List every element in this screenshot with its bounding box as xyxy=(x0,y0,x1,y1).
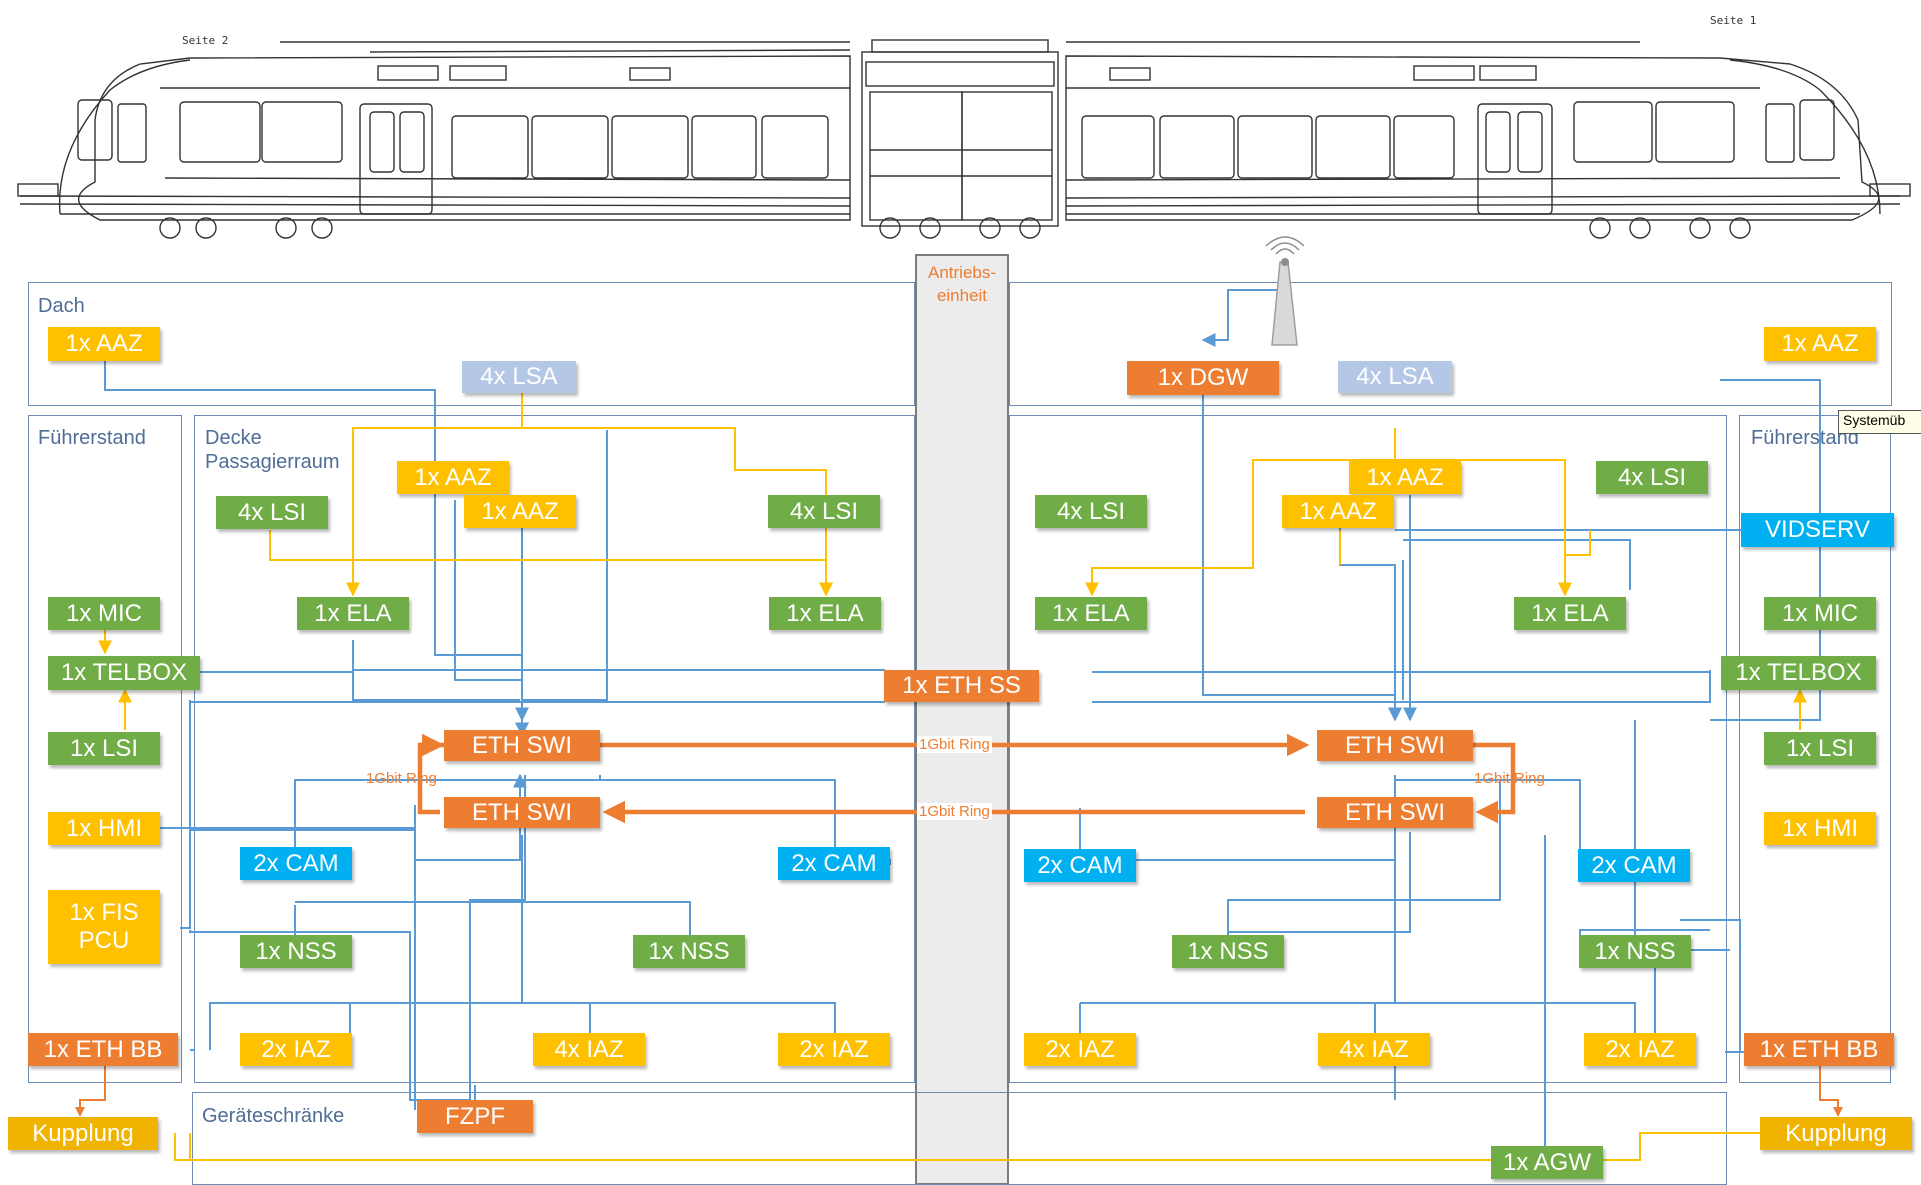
fis-pcu-line1: 1x FIS xyxy=(69,899,139,927)
node-ethswi-right-top[interactable]: ETH SWI xyxy=(1317,730,1473,761)
node-nss-right-2[interactable]: 1x NSS xyxy=(1579,935,1691,968)
zone-dach-label: Dach xyxy=(38,295,85,317)
node-lsi-cab-left[interactable]: 1x LSI xyxy=(48,732,160,765)
node-fzpf[interactable]: FZPF xyxy=(417,1100,533,1133)
node-kupplung-right[interactable]: Kupplung xyxy=(1760,1117,1912,1150)
zone-dach-right xyxy=(1009,282,1892,406)
antenna-icon xyxy=(1265,236,1305,346)
node-aaz-ceil-left-1[interactable]: 1x AAZ xyxy=(397,461,509,494)
node-iaz-left-1[interactable]: 2x IAZ xyxy=(240,1033,352,1066)
node-hmi-right[interactable]: 1x HMI xyxy=(1764,812,1876,845)
node-cam-left-1[interactable]: 2x CAM xyxy=(240,847,352,880)
node-kupplung-left[interactable]: Kupplung xyxy=(8,1117,158,1150)
node-ethbb-left[interactable]: 1x ETH BB xyxy=(28,1033,178,1066)
zone-decke-left xyxy=(194,415,915,1083)
node-lsi-left-1[interactable]: 4x LSI xyxy=(216,496,328,529)
ring-label-left: 1Gbit Ring xyxy=(366,770,437,787)
zone-decke-label: Decke Passagierraum xyxy=(205,427,340,473)
zone-decke-right xyxy=(1009,415,1727,1083)
train-drawing: Seite 2 Seite 1 xyxy=(17,14,1911,239)
node-aaz-ceil-right-1[interactable]: 1x AAZ xyxy=(1349,461,1461,494)
ring-label-right: 1Gbit Ring xyxy=(1474,770,1545,787)
node-iaz-right-1[interactable]: 2x IAZ xyxy=(1024,1033,1136,1066)
node-vidserv[interactable]: VIDSERV xyxy=(1741,513,1894,547)
tooltip: Systemüb xyxy=(1838,410,1921,434)
node-iaz-left-2[interactable]: 4x IAZ xyxy=(533,1033,645,1066)
node-aaz-roof-right[interactable]: 1x AAZ xyxy=(1764,327,1876,361)
node-ethswi-right-bottom[interactable]: ETH SWI xyxy=(1317,797,1473,828)
node-eth-ss[interactable]: 1x ETH SS xyxy=(884,670,1039,702)
node-lsi-right-1[interactable]: 4x LSI xyxy=(1035,495,1147,528)
ring-label-top: 1Gbit Ring xyxy=(917,736,992,753)
zone-fuehrerstand-right-label: Führerstand xyxy=(1751,427,1859,449)
node-cam-left-2[interactable]: 2x CAM xyxy=(778,847,890,880)
node-iaz-left-3[interactable]: 2x IAZ xyxy=(778,1033,890,1066)
node-nss-left-2[interactable]: 1x NSS xyxy=(633,935,745,968)
node-lsi-left-2[interactable]: 4x LSI xyxy=(768,495,880,528)
node-mic-left[interactable]: 1x MIC xyxy=(48,597,160,630)
side-label-left: Seite 2 xyxy=(182,34,228,47)
node-lsi-cab-right[interactable]: 1x LSI xyxy=(1764,732,1876,765)
node-ethswi-left-bottom[interactable]: ETH SWI xyxy=(444,797,600,828)
fis-pcu-line2: PCU xyxy=(78,927,130,954)
node-cam-right-2[interactable]: 2x CAM xyxy=(1578,849,1690,882)
node-iaz-right-3[interactable]: 2x IAZ xyxy=(1584,1033,1696,1066)
node-ela-right-2[interactable]: 1x ELA xyxy=(1514,597,1626,630)
node-lsi-right-2[interactable]: 4x LSI xyxy=(1596,461,1708,494)
node-aaz-ceil-right-2[interactable]: 1x AAZ xyxy=(1282,495,1394,528)
zone-dach-left xyxy=(28,282,915,406)
node-fis-pcu[interactable]: 1x FIS PCU xyxy=(48,890,160,964)
side-label-right: Seite 1 xyxy=(1710,14,1756,27)
node-agw[interactable]: 1x AGW xyxy=(1491,1146,1603,1179)
node-telbox-left[interactable]: 1x TELBOX xyxy=(48,656,200,690)
node-ethbb-right[interactable]: 1x ETH BB xyxy=(1744,1033,1894,1066)
ring-label-bottom: 1Gbit Ring xyxy=(917,803,992,820)
node-ela-left-2[interactable]: 1x ELA xyxy=(769,597,881,630)
node-hmi-left[interactable]: 1x HMI xyxy=(48,812,160,845)
zone-fuehrerstand-left-label: Führerstand xyxy=(38,427,146,449)
node-nss-right-1[interactable]: 1x NSS xyxy=(1172,935,1284,968)
node-nss-left-1[interactable]: 1x NSS xyxy=(240,935,352,968)
node-lsa-left[interactable]: 4x LSA xyxy=(462,361,576,393)
zone-geraeteschraenke-label: Geräteschränke xyxy=(202,1105,345,1127)
node-lsa-right[interactable]: 4x LSA xyxy=(1338,361,1452,393)
node-ethswi-left-top[interactable]: ETH SWI xyxy=(444,730,600,761)
node-aaz-roof-left[interactable]: 1x AAZ xyxy=(48,327,160,361)
node-iaz-right-2[interactable]: 4x IAZ xyxy=(1318,1033,1430,1066)
node-cam-right-1[interactable]: 2x CAM xyxy=(1024,849,1136,882)
node-dgw[interactable]: 1x DGW xyxy=(1127,361,1279,395)
antrieb-label: Antriebs- einheit xyxy=(927,263,997,305)
node-telbox-right[interactable]: 1x TELBOX xyxy=(1721,656,1876,690)
antrieb-band xyxy=(915,254,1009,1185)
node-ela-right-1[interactable]: 1x ELA xyxy=(1035,597,1147,630)
node-aaz-ceil-left-2[interactable]: 1x AAZ xyxy=(464,495,576,528)
zone-fuehrerstand-right xyxy=(1739,415,1891,1083)
node-ela-left-1[interactable]: 1x ELA xyxy=(297,597,409,630)
node-mic-right[interactable]: 1x MIC xyxy=(1764,597,1876,630)
